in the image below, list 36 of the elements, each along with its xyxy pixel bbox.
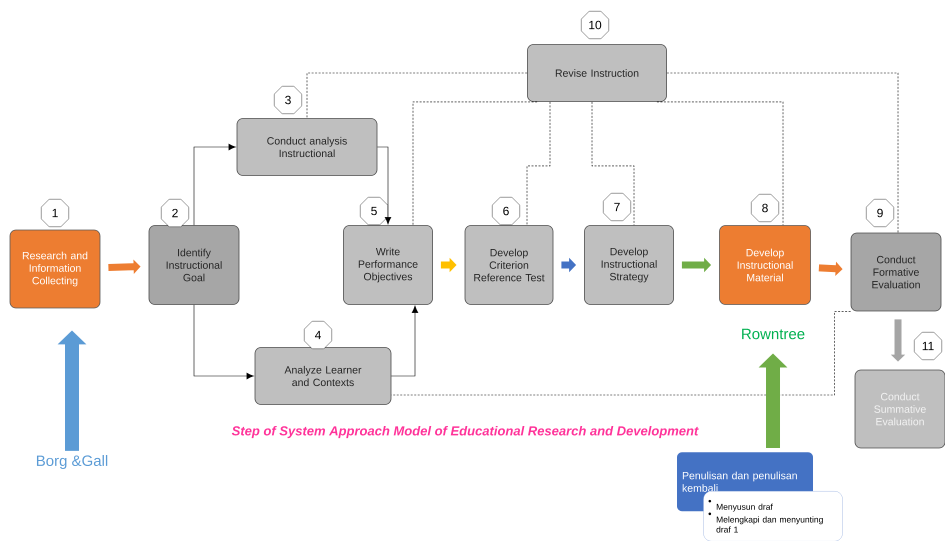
step-number: 9 bbox=[866, 198, 894, 228]
step-box: Develop Criterion Reference Test bbox=[464, 225, 554, 305]
arrow bbox=[377, 146, 392, 224]
dashed-connector bbox=[592, 102, 634, 226]
arrow bbox=[391, 306, 418, 376]
bullet-list-box: Menyusun draf Melengkapi dan menyunting draf 1 bbox=[703, 491, 843, 541]
step-box: Develop Instructional Material bbox=[719, 225, 811, 305]
caption: Step of System Approach Model of Educational Research and Development bbox=[232, 426, 699, 438]
dashed-connector bbox=[306, 72, 528, 118]
source-label: Rowntree bbox=[742, 328, 804, 340]
step-box: Conduct analysis Instructional bbox=[236, 118, 378, 176]
dashed-connector bbox=[666, 72, 898, 233]
step-number: 5 bbox=[360, 196, 388, 226]
step-box: Conduct Formative Evaluation bbox=[850, 232, 942, 312]
dashed-connector bbox=[391, 311, 851, 396]
arrow bbox=[194, 144, 236, 226]
dashed-connector bbox=[526, 102, 550, 226]
step-number: 1 bbox=[40, 198, 70, 228]
step-number: 11 bbox=[914, 332, 942, 360]
dashed-connector bbox=[412, 102, 538, 226]
arrow bbox=[194, 304, 254, 380]
step-number: 8 bbox=[750, 194, 780, 222]
step-box: Develop Instructional Strategy bbox=[584, 225, 674, 305]
step-box: Research and Information Collecting bbox=[10, 230, 100, 308]
step-box: Write Performance Objectives bbox=[343, 225, 433, 305]
step-number: 10 bbox=[580, 10, 610, 40]
step-box: Revise Instruction bbox=[527, 44, 667, 102]
step-number: 3 bbox=[274, 86, 302, 114]
step-number: 7 bbox=[602, 192, 632, 222]
step-number: 6 bbox=[492, 196, 520, 226]
step-box: Analyze Learner and Contexts bbox=[254, 347, 392, 405]
step-box: Identify Instructional Goal bbox=[148, 225, 240, 305]
source-label: Borg &Gall bbox=[36, 455, 108, 469]
dashed-connector bbox=[656, 102, 784, 226]
step-number: 2 bbox=[160, 198, 190, 228]
step-number: 4 bbox=[304, 320, 332, 350]
